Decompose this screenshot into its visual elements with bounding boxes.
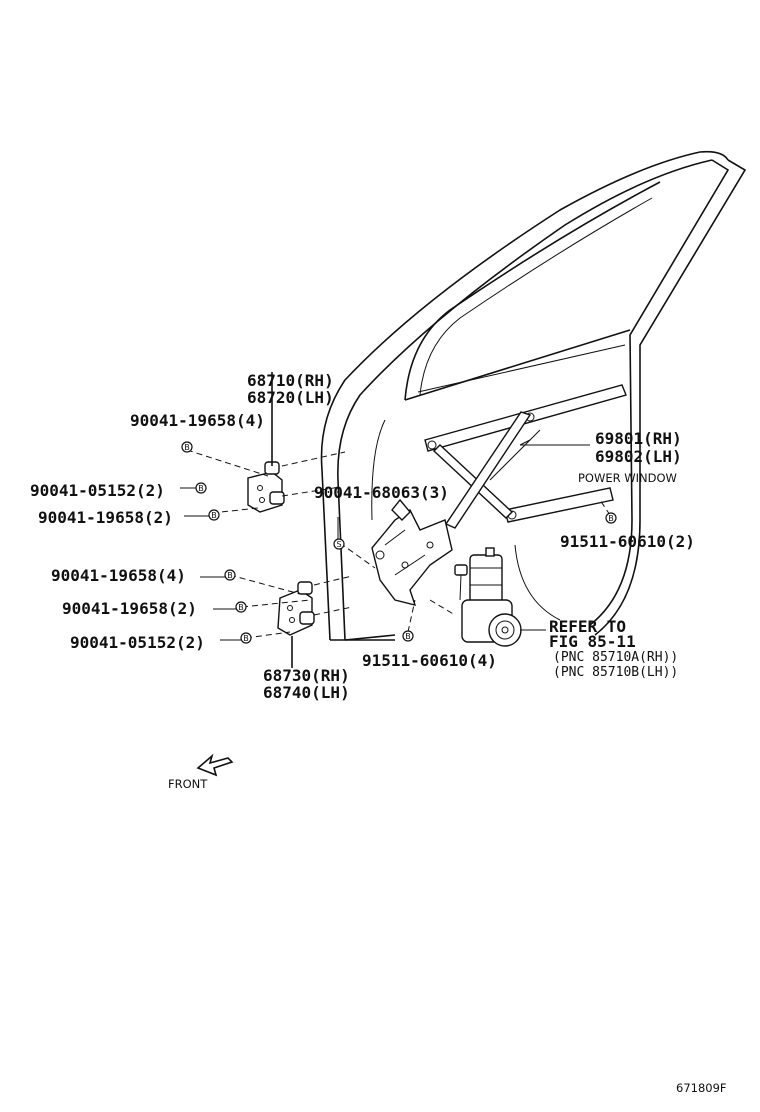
- label-pnc-rh: (PNC 85710A(RH)): [553, 650, 678, 665]
- label-regulator-rh: 69801(RH): [595, 429, 682, 448]
- label-hinge-upper-lh: 68720(LH): [247, 388, 334, 407]
- label-bolt-lower-b: 90041-19658(2): [62, 599, 197, 618]
- label-bolt-lower-c: 90041-05152(2): [70, 633, 205, 652]
- label-bolt-lower-a: 90041-19658(4): [51, 566, 186, 585]
- bolt-marker-lower-b: B: [235, 601, 247, 613]
- label-hinge-upper-rh: 68710(RH): [247, 371, 334, 390]
- lower-hinge: [277, 581, 315, 668]
- figure-id: 671809F: [676, 1081, 727, 1095]
- bolt-marker-bottom: B: [402, 630, 414, 642]
- bolt-marker-upper-b: B: [195, 482, 207, 494]
- svg-text:S: S: [336, 540, 341, 549]
- label-front: FRONT: [168, 777, 208, 791]
- upper-hinge: [247, 372, 285, 513]
- svg-text:B: B: [608, 514, 614, 523]
- label-refer-line1: REFER TO: [549, 617, 626, 636]
- attachment-lines: [186, 449, 611, 639]
- leader-lines: [180, 439, 590, 641]
- label-bolt-upper-b: 90041-05152(2): [30, 481, 165, 500]
- screw-marker-center: S: [333, 538, 345, 550]
- bolt-marker-upper-a: B: [181, 441, 193, 453]
- window-regulator: [424, 384, 627, 529]
- svg-text:B: B: [227, 571, 233, 580]
- label-bolt-center: 90041-68063(3): [314, 483, 449, 502]
- label-hinge-lower-lh: 68740(LH): [263, 683, 350, 702]
- svg-text:B: B: [198, 484, 204, 493]
- bolt-marker-upper-c: B: [208, 509, 220, 521]
- svg-text:B: B: [243, 634, 249, 643]
- lift-arm-sector: [371, 498, 453, 606]
- door-outline: [320, 150, 747, 641]
- bolt-marker-lower-c: B: [240, 632, 252, 644]
- svg-text:B: B: [184, 443, 190, 452]
- label-screw-right: 91511-60610(2): [560, 532, 695, 551]
- front-arrow-icon: [196, 753, 234, 777]
- label-hinge-lower-rh: 68730(RH): [263, 666, 350, 685]
- label-bolt-upper-a: 90041-19658(4): [130, 411, 265, 430]
- bolt-marker-lower-a: B: [224, 569, 236, 581]
- label-refer-line2: FIG 85-11: [549, 632, 636, 651]
- bolt-marker-right: B: [605, 512, 617, 524]
- svg-text:B: B: [211, 511, 217, 520]
- label-bolt-upper-c: 90041-19658(2): [38, 508, 173, 527]
- svg-text:B: B: [238, 603, 244, 612]
- label-screw-bottom: 91511-60610(4): [362, 651, 497, 670]
- power-window-motor: [454, 547, 522, 647]
- label-regulator-lh: 69802(LH): [595, 447, 682, 466]
- svg-text:B: B: [405, 632, 411, 641]
- label-power-window: POWER WINDOW: [578, 471, 677, 485]
- label-pnc-lh: (PNC 85710B(LH)): [553, 665, 678, 680]
